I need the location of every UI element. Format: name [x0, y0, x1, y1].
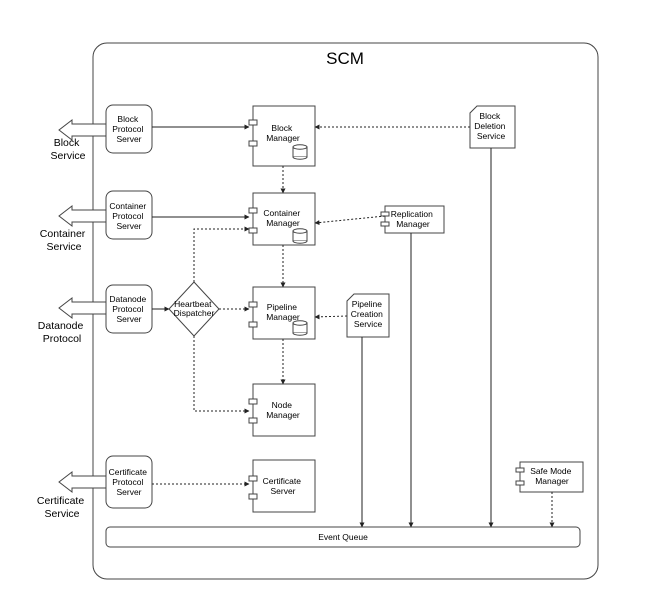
datanode-protocol-arrow-icon: [58, 296, 109, 320]
svg-text:Block Protocol Server: Block Protocol Server: [112, 114, 146, 144]
svg-text:Block Deletion Ser: Block Deletion Service: [474, 111, 508, 141]
database-icon: [292, 144, 308, 160]
database-icon: [292, 320, 308, 336]
connectors: [152, 124, 555, 528]
certificate-protocol-server: [105, 455, 153, 509]
block-service-arrow-icon: [58, 118, 109, 142]
svg-text:Container Manager: Container Manager: [263, 208, 302, 228]
block-manager: Block Manager: [248, 105, 316, 167]
pipeline-manager: Pipeline Manager: [248, 286, 316, 340]
svg-text:Container Protocol Ser: Container Protocol Server: [109, 201, 148, 231]
container-service-arrow-icon: [58, 204, 109, 228]
svg-text:Safe Mode Manager: Safe Mode Manager: [530, 466, 574, 486]
container-manager: Container Manager: [248, 192, 316, 246]
svg-text:Pipeline Creation: Pipeline Creation Service: [351, 299, 386, 329]
datanode-protocol-label: Datanode Protocol: [38, 320, 86, 345]
block-protocol-server: [105, 104, 153, 154]
event-queue: [105, 526, 581, 548]
svg-text:Node Manager: Node Manager: [266, 400, 300, 420]
certificate-service-arrow-icon: [58, 470, 109, 494]
replication-manager: Replication Manager: [380, 205, 445, 234]
certificate-server: Certificate Server: [248, 459, 316, 513]
safe-mode-manager: Safe Mode Manager: [515, 461, 584, 493]
svg-text:Datanode Protocol Serv: Datanode Protocol Server: [109, 294, 148, 324]
block-deletion-service: Block Deletion Service: [469, 105, 516, 149]
block-service-label: Block Service: [50, 137, 85, 162]
certificate-service-label: Certificate Service: [37, 495, 87, 520]
svg-text:Block Manager: Block Manager: [266, 123, 300, 143]
container-protocol-server: [105, 190, 153, 240]
svg-text:Heartbeat Dispatcher: Heartbeat Dispatcher: [174, 299, 215, 318]
container-service-label: Container Service: [40, 228, 88, 253]
svg-text:Certificate Server: Certificate Server: [263, 476, 304, 496]
scm-boundary: [92, 42, 599, 580]
event-queue-label: Event Queue: [318, 532, 368, 542]
node-manager: Node Manager: [248, 383, 316, 437]
svg-text:Replication Manager: Replication Manager: [391, 209, 435, 229]
svg-text:Pipeline Manager: Pipeline Manager: [266, 302, 300, 322]
pipeline-creation-service: Pipeline Creation Service: [346, 293, 390, 338]
database-icon: [292, 228, 308, 244]
scm-title: SCM: [326, 49, 364, 68]
svg-text:Certificate Protocol S: Certificate Protocol Server: [109, 467, 150, 497]
